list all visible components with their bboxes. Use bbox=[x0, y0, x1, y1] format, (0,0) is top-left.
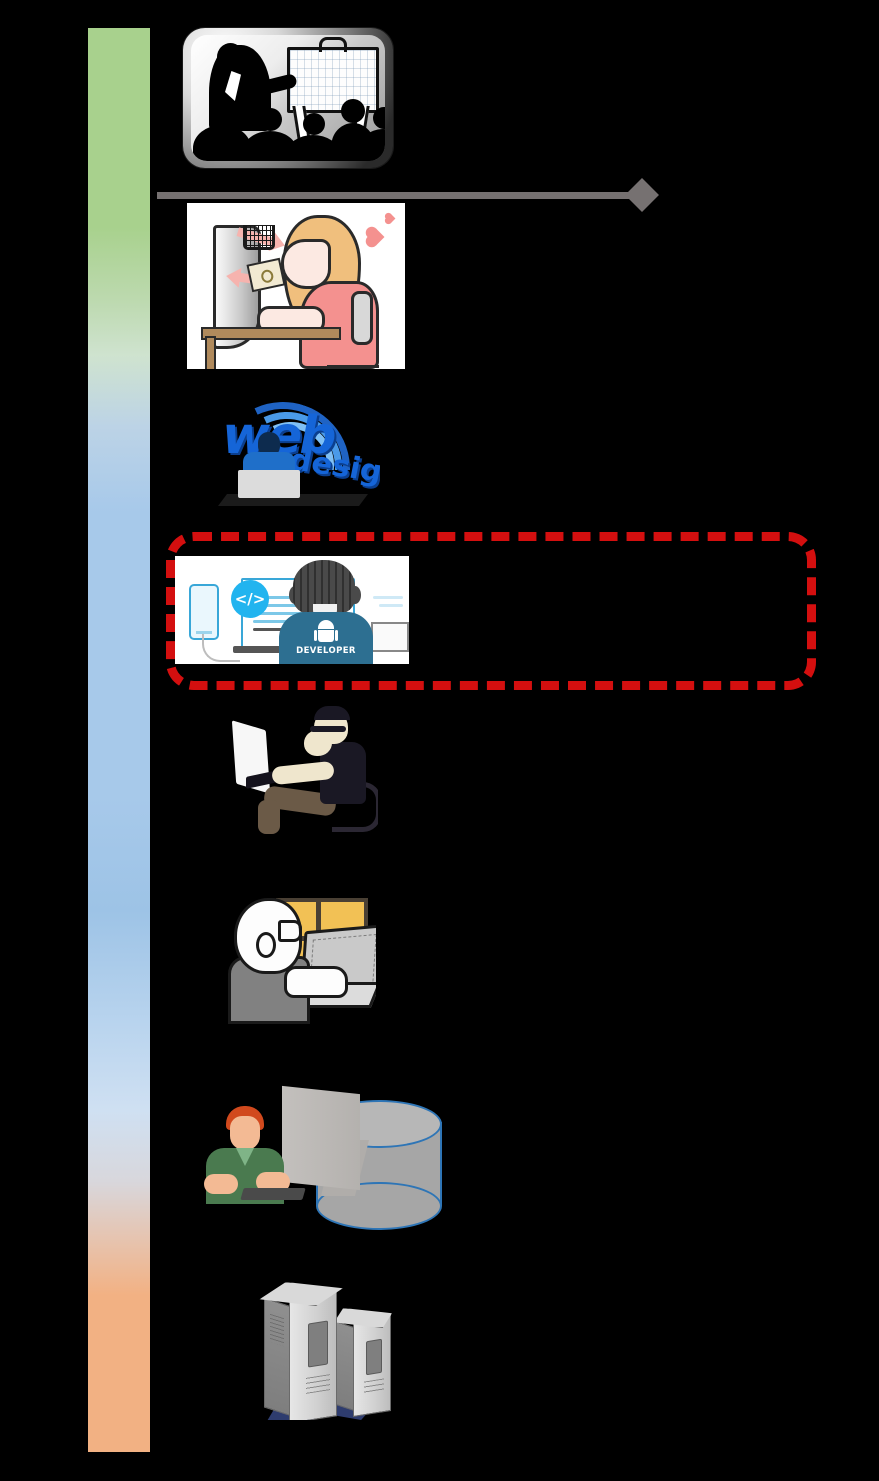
android-robot-icon bbox=[314, 620, 338, 642]
server-towers-image bbox=[248, 1268, 410, 1420]
smartphone-icon bbox=[189, 584, 219, 640]
desktop-monitor-icon bbox=[282, 1085, 360, 1191]
typist-ear-icon bbox=[256, 932, 276, 958]
desk-leg-icon bbox=[205, 336, 216, 369]
abstraction-level-gradient-bar bbox=[88, 28, 150, 1452]
heart-small-icon bbox=[385, 213, 396, 224]
chair-icon bbox=[351, 291, 373, 345]
server-tower-primary-icon bbox=[264, 1282, 338, 1420]
developer-image: </> DEVELOPER bbox=[175, 556, 409, 664]
progression-arrow-line bbox=[157, 192, 639, 199]
glasses-icon bbox=[310, 726, 346, 732]
developer-badge-text: DEVELOPER bbox=[296, 646, 356, 656]
online-shopping-image bbox=[187, 203, 405, 369]
developer-shirt: DEVELOPER bbox=[279, 612, 373, 664]
shopping-cart-icon bbox=[243, 225, 275, 250]
programmer-with-laptop-image bbox=[228, 704, 378, 834]
programmer-shin-icon bbox=[258, 800, 280, 834]
flipchart-board-icon bbox=[287, 47, 379, 113]
presentation-training-image bbox=[183, 28, 393, 168]
server-tower-secondary-icon bbox=[328, 1308, 392, 1420]
database-engineer-image bbox=[198, 1084, 442, 1230]
presentation-inner-frame bbox=[191, 35, 385, 161]
progression-arrow-head-icon bbox=[625, 178, 659, 212]
web-design-word-secondary: design bbox=[290, 442, 380, 493]
engineer-arm-left-icon bbox=[204, 1174, 238, 1194]
code-brackets-icon: </> bbox=[231, 580, 269, 618]
programmer-hair-icon bbox=[314, 706, 350, 720]
typist-hands-icon bbox=[284, 966, 348, 998]
web-designer-head-icon bbox=[258, 432, 280, 456]
audience-silhouettes bbox=[191, 99, 385, 161]
heart-icon bbox=[367, 228, 385, 246]
shopper-face-icon bbox=[281, 239, 331, 289]
person-typing-image bbox=[228, 894, 376, 1024]
decor-line-1 bbox=[373, 596, 403, 599]
typist-glasses-icon bbox=[278, 920, 302, 942]
flipchart-easel-top-icon bbox=[319, 37, 347, 52]
money-icon bbox=[246, 257, 286, 293]
card-icon bbox=[371, 622, 409, 652]
chair-base-icon bbox=[327, 339, 379, 368]
engineer-arm-right-icon bbox=[256, 1172, 290, 1192]
web-design-image: web design bbox=[210, 388, 380, 523]
cable-icon bbox=[202, 634, 240, 662]
speaker-head-icon bbox=[217, 43, 244, 71]
developer-highlight-box bbox=[166, 532, 816, 690]
decor-line-2 bbox=[379, 604, 403, 607]
web-designer-laptop-icon bbox=[238, 470, 300, 498]
keyboard-icon bbox=[240, 1188, 306, 1200]
desk-icon bbox=[201, 327, 341, 340]
